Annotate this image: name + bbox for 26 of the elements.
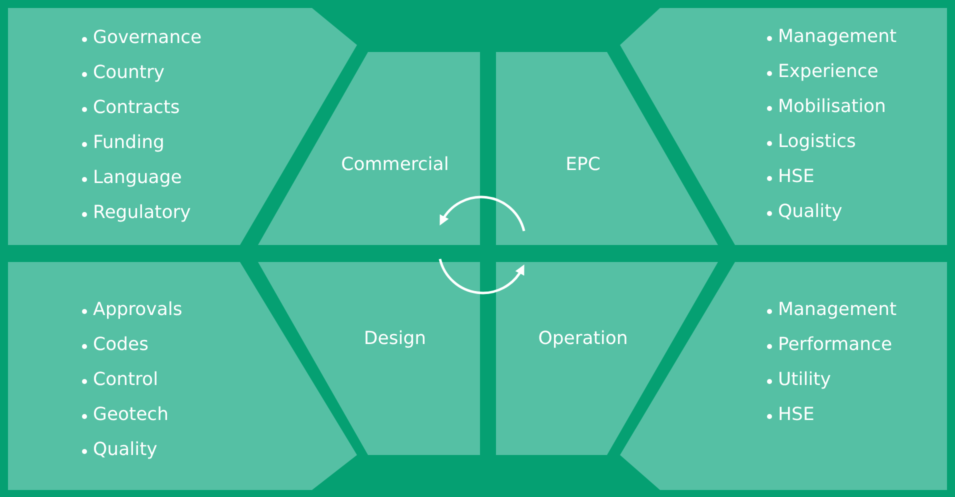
list-item: HSE (778, 404, 814, 426)
quadrant-label: EPC (566, 154, 600, 176)
list-item: Language (93, 167, 182, 189)
list-item: Quality (778, 201, 842, 223)
list-item: Management (778, 299, 897, 321)
curved-arrow (438, 258, 525, 294)
list-item: Codes (93, 334, 148, 356)
list-item: Country (93, 62, 165, 84)
quadrant-label: Operation (538, 328, 628, 350)
list-item: Logistics (778, 131, 856, 153)
list-item: HSE (778, 166, 814, 188)
list-item: Utility (778, 369, 831, 391)
quadrant-label: Design (364, 328, 426, 350)
list-item: Quality (93, 439, 158, 461)
list-item: Governance (93, 27, 202, 49)
list-item: Control (93, 369, 158, 391)
list-item: Management (778, 26, 897, 48)
list-item: Regulatory (93, 202, 191, 224)
list-item: Funding (93, 132, 164, 154)
list-item: Mobilisation (778, 96, 886, 118)
list-item: Performance (778, 334, 892, 356)
list-item: Contracts (93, 97, 180, 119)
list-item: Approvals (93, 299, 182, 321)
quadrant-label: Commercial (341, 154, 449, 176)
list-item: Experience (778, 61, 878, 83)
list-item: Geotech (93, 404, 168, 426)
